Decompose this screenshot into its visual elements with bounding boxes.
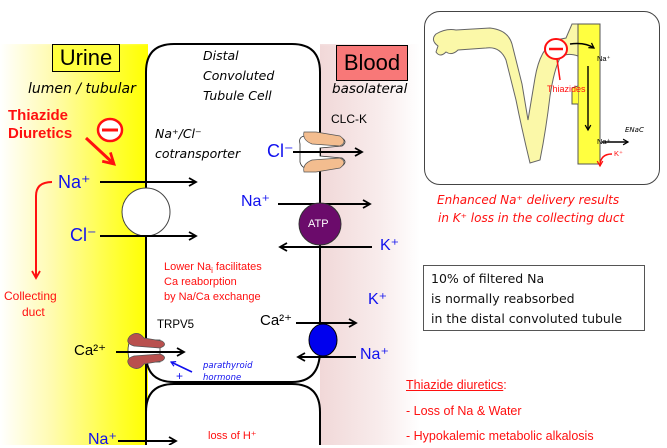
lower-na-line2: Ca reaborption [164, 276, 237, 288]
effects-title: Thiazide diuretics: [406, 379, 507, 392]
effect-item-2: - Hypokalemic metabolic alkalosis [406, 429, 594, 443]
clck-channel [299, 131, 346, 173]
urine-region [0, 44, 148, 445]
ion-k-blood: K⁺ [380, 237, 400, 254]
ion-na-lumen: Na⁺ [58, 172, 91, 192]
lower-na-text: Lower Na [164, 261, 212, 273]
ion-na-lower: Na⁺ [88, 431, 117, 448]
ion-ca-lumen: Ca²⁺ [74, 342, 107, 359]
pth-plus: + [176, 369, 184, 383]
collecting-duct-line1: Collecting [4, 289, 57, 303]
pth-arrow [169, 361, 193, 373]
lower-na-line3: by Na/Ca exchange [164, 291, 261, 303]
nephron-inset-frame [424, 11, 660, 185]
blood-sublabel: basolateral [332, 81, 408, 97]
pth-line1: parathyroid [203, 361, 253, 371]
blood-region [320, 44, 420, 445]
ion-k-blood-2: K⁺ [368, 291, 388, 308]
effects-title-text: Thiazide diuretics [406, 378, 504, 392]
inset-k-arrow [596, 153, 613, 168]
inset-caption-line1: Enhanced Na⁺ delivery results [437, 193, 620, 207]
info-line3: in the distal convoluted tubule [431, 311, 623, 326]
na-k-atpase [298, 202, 342, 246]
lower-na-subscript: i [211, 266, 213, 276]
ion-na-blood: Na⁺ [360, 346, 389, 363]
info-box: 10% of filtered Na is normally reabsorbe… [423, 265, 645, 331]
ncc-cotransporter [121, 187, 171, 237]
loss-h-label: loss of H⁺ [208, 430, 257, 442]
cell-title-line2: Convoluted [203, 68, 275, 83]
ion-cl-cell: Cl⁻ [267, 141, 294, 161]
inset-na-top: Na⁺ [597, 54, 611, 63]
cell-title-line3: Tubule Cell [203, 88, 272, 103]
lower-na-suffix: facilitates [212, 261, 262, 273]
ion-ca-cell: Ca²⁺ [260, 312, 293, 329]
lower-cell-outline [145, 383, 321, 445]
inset-na-bottom: Na⁺ [597, 137, 611, 146]
trpv5-label: TRPV5 [157, 319, 195, 331]
urine-label: Urine [52, 44, 120, 72]
info-line1: 10% of filtered Na [431, 271, 545, 286]
ncc-label-line1: Na⁺/Cl⁻ [155, 126, 202, 141]
drug-name-line1: Thiazide [8, 107, 69, 124]
inset-caption-line2: in K⁺ loss in the collecting duct [438, 211, 625, 225]
inset-thiazides-label: Thiazides [547, 84, 586, 94]
blood-label: Blood [336, 45, 408, 81]
lower-na-line1: Lower Nai facilitates [164, 262, 262, 275]
ncc-label-line2: cotransporter [155, 146, 241, 161]
ion-na-cell: Na⁺ [241, 193, 270, 210]
effect-item-1: - Loss of Na & Water [406, 404, 522, 418]
na-ca-exchanger [308, 323, 338, 357]
pth-line2: hormone [203, 373, 242, 383]
collecting-duct-arrow [31, 181, 53, 280]
inset-na-flow-arrow [569, 42, 596, 49]
effects-title-colon: : [503, 378, 507, 392]
collecting-duct-line2: duct [22, 305, 45, 319]
urine-sublabel: lumen / tubular [28, 81, 136, 97]
inset-k-label: K⁺ [614, 149, 623, 158]
ion-cl-lumen: Cl⁻ [70, 225, 97, 245]
info-line2: is normally reabsorbed [431, 291, 575, 306]
atp-label: ATP [308, 218, 329, 230]
thiazide-arrow [84, 136, 116, 166]
clck-label: CLC-K [331, 112, 368, 126]
cell-title-line1: Distal [203, 48, 239, 63]
drug-name-line2: Diuretics [8, 125, 73, 142]
trpv5-channel [127, 333, 165, 369]
inset-enac-label: ENaC [625, 126, 644, 134]
